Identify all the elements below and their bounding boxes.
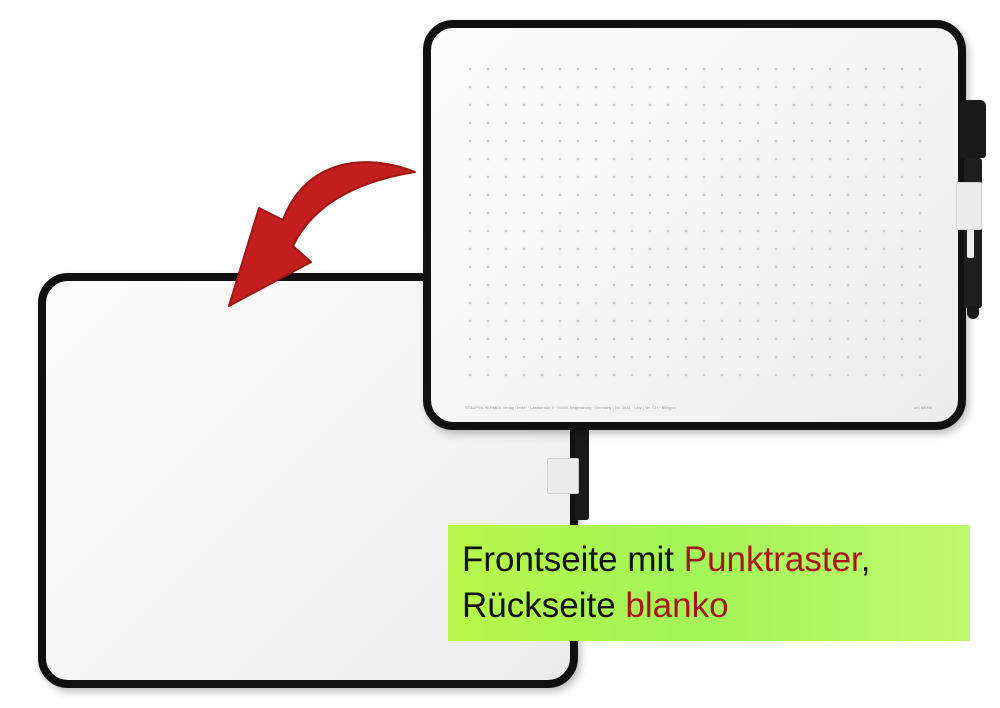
caption-line-2: Rückseite blanko	[462, 583, 956, 629]
caption-text: Frontseite mit	[462, 540, 684, 579]
curved-arrow-icon	[228, 161, 416, 307]
caption-highlight: Punktraster	[683, 540, 861, 579]
caption-text: ,	[860, 540, 871, 579]
board-imprint: STAUFEN HERMES Verlag GmbH · Landstraße …	[465, 405, 676, 410]
caption-line-1: Frontseite mit Punktraster,	[462, 537, 956, 583]
article-number: art. 85096	[913, 405, 932, 410]
whiteboard-front-dotgrid: STAUFEN HERMES Verlag GmbH · Landstraße …	[423, 20, 966, 430]
dot-grid	[461, 60, 928, 382]
marker-pen-icon	[956, 100, 990, 320]
caption-text: Rückseite	[462, 586, 626, 625]
caption-box: Frontseite mit Punktraster, Rückseite bl…	[448, 525, 970, 641]
marker-pen-icon	[543, 428, 603, 528]
caption-highlight: blanko	[625, 586, 729, 625]
